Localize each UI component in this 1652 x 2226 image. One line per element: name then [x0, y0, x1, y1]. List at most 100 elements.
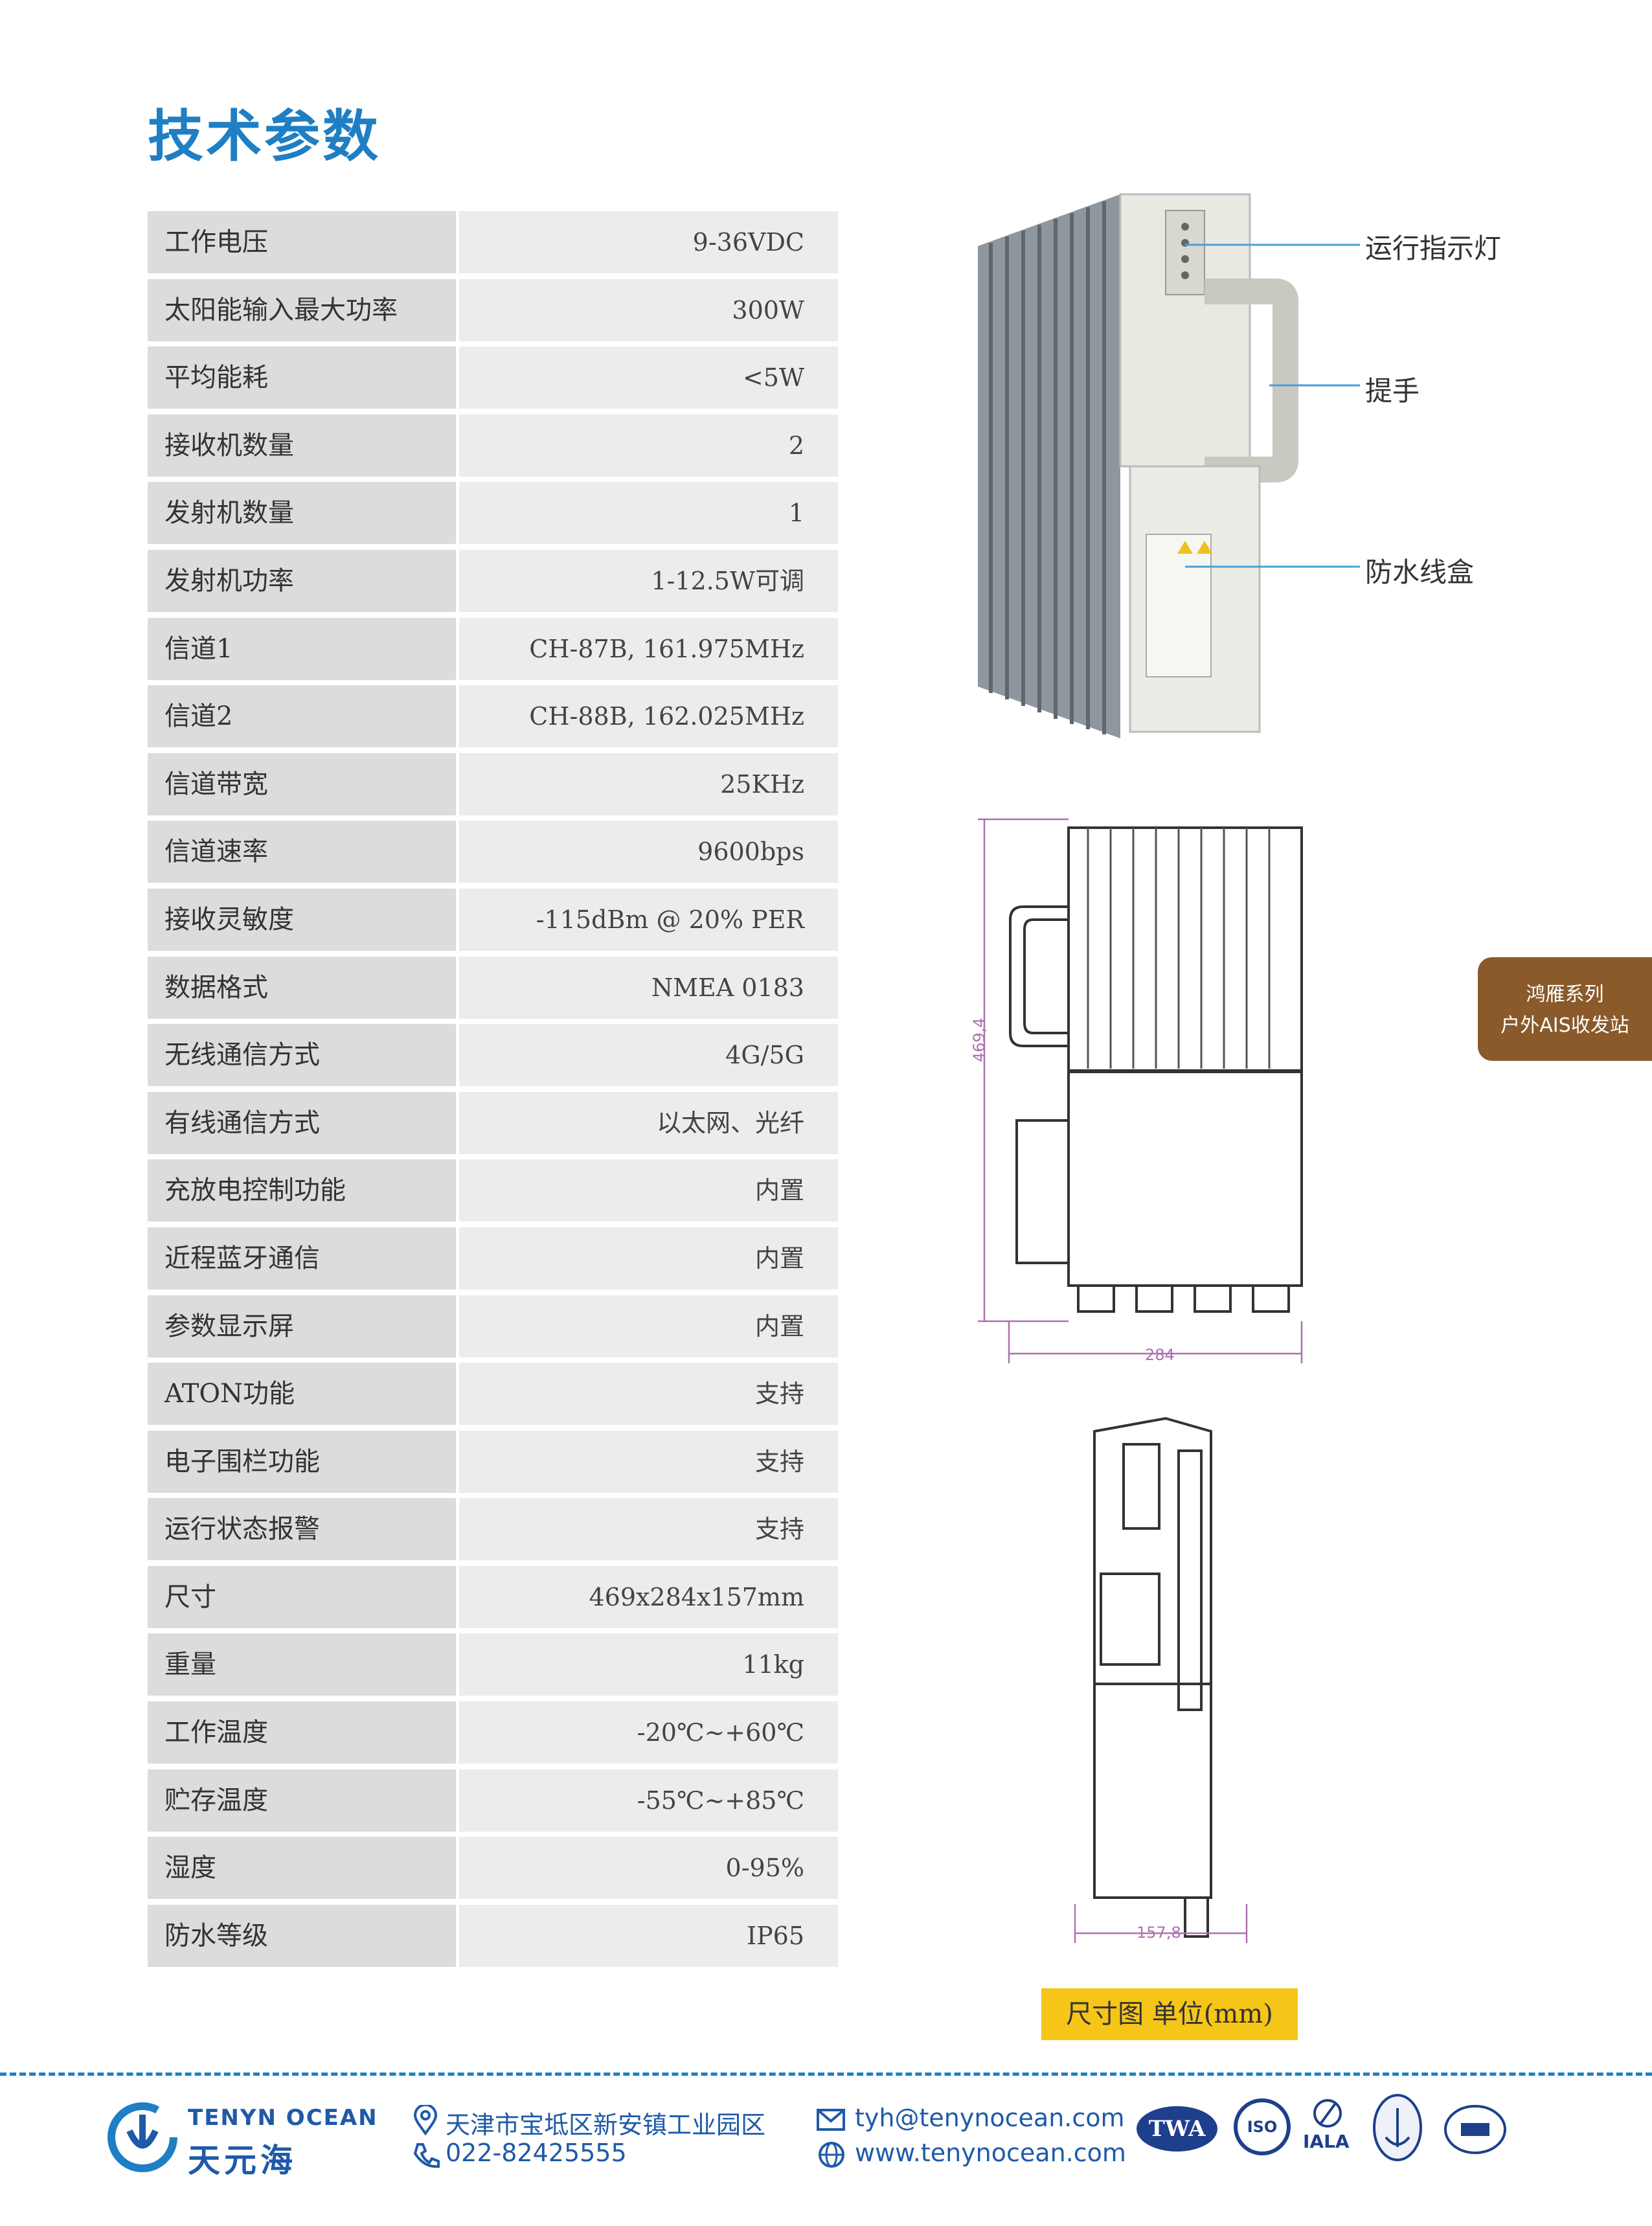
- spec-value: 25KHz: [459, 753, 838, 815]
- spec-value: -115dBm @ 20% PER: [459, 888, 838, 951]
- spec-value: -55℃~+85℃: [459, 1769, 838, 1832]
- product-photo: [978, 193, 1298, 738]
- spec-value: 9-36VDC: [459, 211, 838, 273]
- page-title: 技术参数: [148, 104, 381, 169]
- footer-address: 天津市宝坻区新安镇工业园区: [446, 2111, 766, 2139]
- spec-label: 数据格式: [148, 956, 456, 1019]
- globe-icon: [819, 2142, 844, 2168]
- spec-label: ATON功能: [148, 1363, 456, 1425]
- spec-label: 信道速率: [148, 821, 456, 883]
- spec-value: 300W: [459, 278, 838, 341]
- spec-row: ATON功能支持: [148, 1363, 838, 1425]
- iso-logo: ISO: [1234, 2098, 1291, 2155]
- series-tab: 鸿雁系列 户外AIS收发站: [1478, 957, 1652, 1061]
- spec-row: 电子围栏功能支持: [148, 1430, 838, 1493]
- spec-label: 工作温度: [148, 1701, 456, 1764]
- spec-value: 支持: [459, 1498, 838, 1561]
- spec-value: 内置: [459, 1295, 838, 1357]
- spec-value: 内置: [459, 1227, 838, 1289]
- spec-value: 4G/5G: [459, 1024, 838, 1087]
- spec-value: NMEA 0183: [459, 956, 838, 1019]
- spec-value: 1: [459, 482, 838, 545]
- spec-label: 参数显示屏: [148, 1295, 456, 1357]
- spec-row: 接收灵敏度-115dBm @ 20% PER: [148, 888, 838, 951]
- spec-label: 防水等级: [148, 1904, 456, 1967]
- height-dimension-label: 469,4: [970, 1017, 988, 1062]
- spec-label: 运行状态报警: [148, 1498, 456, 1561]
- spec-row: 运行状态报警支持: [148, 1498, 838, 1561]
- spec-row: 充放电控制功能内置: [148, 1159, 838, 1222]
- series-name: 鸿雁系列: [1526, 983, 1604, 1006]
- spec-value: 支持: [459, 1363, 838, 1425]
- spec-value: 内置: [459, 1159, 838, 1222]
- callout-lines: [1185, 244, 1360, 568]
- callout-handle: 提手: [1365, 375, 1420, 407]
- spec-label: 工作电压: [148, 211, 456, 273]
- spec-label: 发射机数量: [148, 482, 456, 545]
- footer-email[interactable]: tyh@tenynocean.com: [855, 2104, 1125, 2132]
- spec-label: 近程蓝牙通信: [148, 1227, 456, 1289]
- spec-value: 11kg: [459, 1633, 838, 1696]
- spec-value: 469x284x157mm: [459, 1565, 838, 1628]
- anchor-emblem-icon: [1373, 2094, 1422, 2161]
- brand-name-cn: 天元海: [188, 2142, 297, 2179]
- phone-icon: [413, 2143, 440, 2168]
- spec-label: 湿度: [148, 1837, 456, 1900]
- spec-row: 参数显示屏内置: [148, 1295, 838, 1357]
- front-dimension-drawing: [978, 818, 1303, 1363]
- side-dimension-drawing: [1074, 1416, 1248, 1943]
- spec-value: -20℃~+60℃: [459, 1701, 838, 1764]
- spec-label: 电子围栏功能: [148, 1430, 456, 1493]
- spec-label: 发射机功率: [148, 549, 456, 612]
- brand-name-en: TENYN OCEAN: [188, 2105, 378, 2131]
- twa-logo: TWA: [1137, 2106, 1217, 2152]
- spec-label: 有线通信方式: [148, 1091, 456, 1154]
- spec-label: 接收灵敏度: [148, 888, 456, 951]
- spec-row: 工作温度-20℃~+60℃: [148, 1701, 838, 1764]
- spec-label: 贮存温度: [148, 1769, 456, 1832]
- depth-dimension-label: 157,8: [1137, 1924, 1181, 1942]
- spec-value: 以太网、光纤: [459, 1091, 838, 1154]
- spec-row: 有线通信方式以太网、光纤: [148, 1091, 838, 1154]
- spec-label: 尺寸: [148, 1565, 456, 1628]
- spec-label: 重量: [148, 1633, 456, 1696]
- footer-website[interactable]: www.tenynocean.com: [855, 2139, 1126, 2167]
- spec-label: 平均能耗: [148, 346, 456, 409]
- callout-junction-box: 防水线盒: [1365, 556, 1475, 588]
- location-pin-icon: [413, 2105, 438, 2136]
- spec-row: 贮存温度-55℃~+85℃: [148, 1769, 838, 1832]
- spec-label: 充放电控制功能: [148, 1159, 456, 1222]
- iala-logo-text: IALA: [1303, 2131, 1350, 2152]
- spec-value: CH-88B, 162.025MHz: [459, 685, 838, 748]
- spec-label: 太阳能输入最大功率: [148, 278, 456, 341]
- dimension-caption: 尺寸图 单位(mm): [1041, 1988, 1298, 2040]
- ccs-emblem-icon: [1444, 2105, 1506, 2154]
- footer-divider: [0, 2073, 1652, 2076]
- spec-value: <5W: [459, 346, 838, 409]
- brand-logo-icon: [107, 2102, 177, 2172]
- width-dimension-label: 284: [1145, 1346, 1175, 1364]
- spec-label: 信道带宽: [148, 753, 456, 815]
- spec-value: 支持: [459, 1430, 838, 1493]
- footer-phone: 022-82425555: [446, 2139, 627, 2167]
- spec-value: 0-95%: [459, 1837, 838, 1900]
- spec-label: 信道2: [148, 685, 456, 748]
- spec-label: 接收机数量: [148, 414, 456, 477]
- callout-indicator: 运行指示灯: [1365, 233, 1502, 264]
- spec-value: CH-87B, 161.975MHz: [459, 617, 838, 680]
- spec-row: 近程蓝牙通信内置: [148, 1227, 838, 1289]
